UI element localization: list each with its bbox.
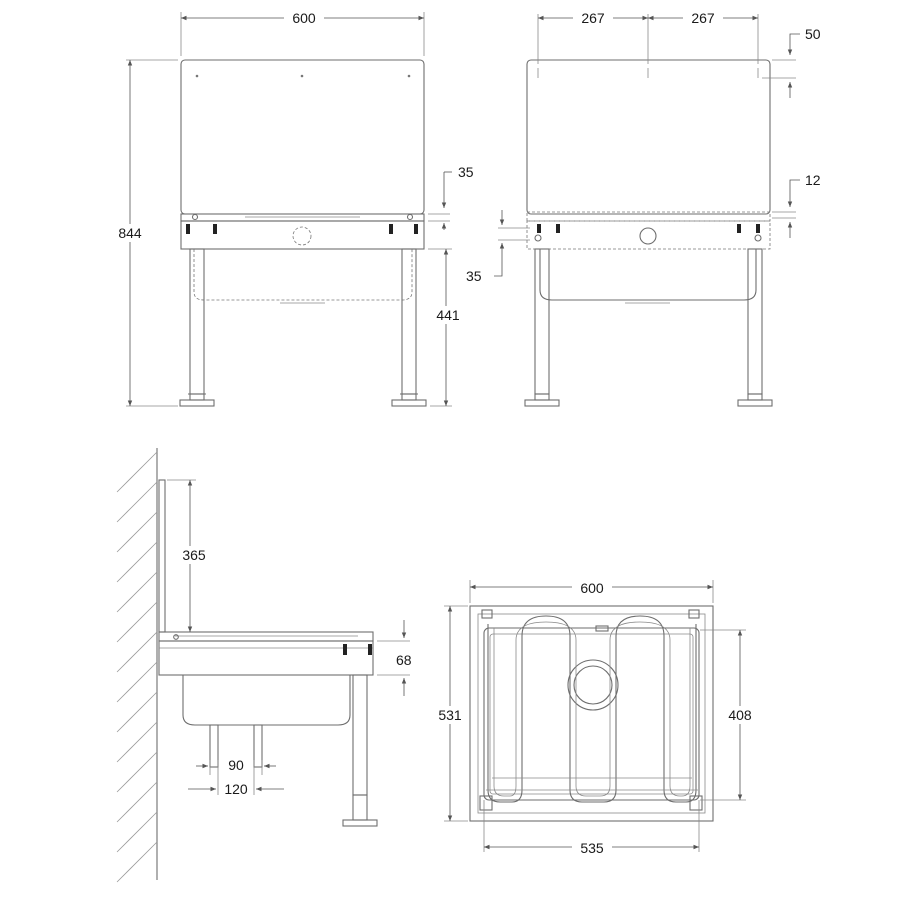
front-splashback [180, 59, 425, 215]
side-outlet-outer-label: 120 [224, 781, 248, 797]
front-leg-left [189, 248, 205, 395]
plan-grating-depth-label: 408 [728, 707, 752, 723]
front-lip-label: 35 [458, 164, 474, 180]
front-height-label: 844 [118, 225, 142, 241]
rear-spacing-left-label: 267 [581, 10, 605, 26]
rear-apron [526, 220, 771, 250]
rear-leg-right [747, 248, 763, 395]
side-view: 365 68 90 120 [116, 448, 412, 883]
front-width-label: 600 [292, 10, 316, 26]
rear-outlet [639, 227, 657, 245]
rear-splashback [526, 59, 771, 215]
rear-bottom-offset-label: 12 [805, 172, 821, 188]
front-bowl [193, 249, 413, 301]
front-view: 600 844 35 441 [114, 8, 474, 407]
side-rim-label: 68 [396, 652, 412, 668]
front-apron [180, 220, 425, 250]
side-apron [158, 640, 374, 676]
side-outlet-outer [253, 724, 263, 768]
plan-depth-label: 531 [438, 707, 462, 723]
rear-foot-right [737, 399, 773, 407]
rear-rim [526, 211, 771, 222]
side-splashback [158, 479, 166, 633]
plan-grating-wire-inner [493, 621, 691, 797]
rear-spacing-right-label: 267 [691, 10, 715, 26]
plan-outlet [567, 659, 619, 711]
rear-view: 267 267 50 12 35 [466, 8, 821, 407]
front-foot-left [179, 399, 215, 407]
plan-outline [469, 605, 714, 822]
plan-grating-width-label: 535 [580, 840, 604, 856]
side-outlet-inner-label: 90 [228, 757, 244, 773]
front-bowl-height-label: 441 [436, 307, 460, 323]
rear-top-offset-label: 50 [805, 26, 821, 42]
plan-bowl [483, 627, 700, 801]
side-foot [342, 819, 378, 827]
rear-bracket-label: 35 [466, 268, 482, 284]
side-splashback-label: 365 [182, 547, 206, 563]
rear-leg-left [534, 248, 550, 395]
front-foot-right [391, 399, 427, 407]
rear-bowl [539, 249, 757, 301]
wall-hatch [116, 451, 158, 883]
plan-view: 600 531 408 535 [433, 578, 757, 856]
front-rim [180, 213, 425, 222]
plan-grating-wire [487, 615, 697, 803]
front-leg-right [401, 248, 417, 395]
side-leg [352, 674, 368, 796]
side-rim [158, 631, 374, 642]
rear-foot-left [524, 399, 560, 407]
side-bowl [182, 675, 351, 726]
plan-width-label: 600 [580, 580, 604, 596]
side-outlet-inner [209, 724, 219, 768]
front-outlet [292, 226, 312, 246]
